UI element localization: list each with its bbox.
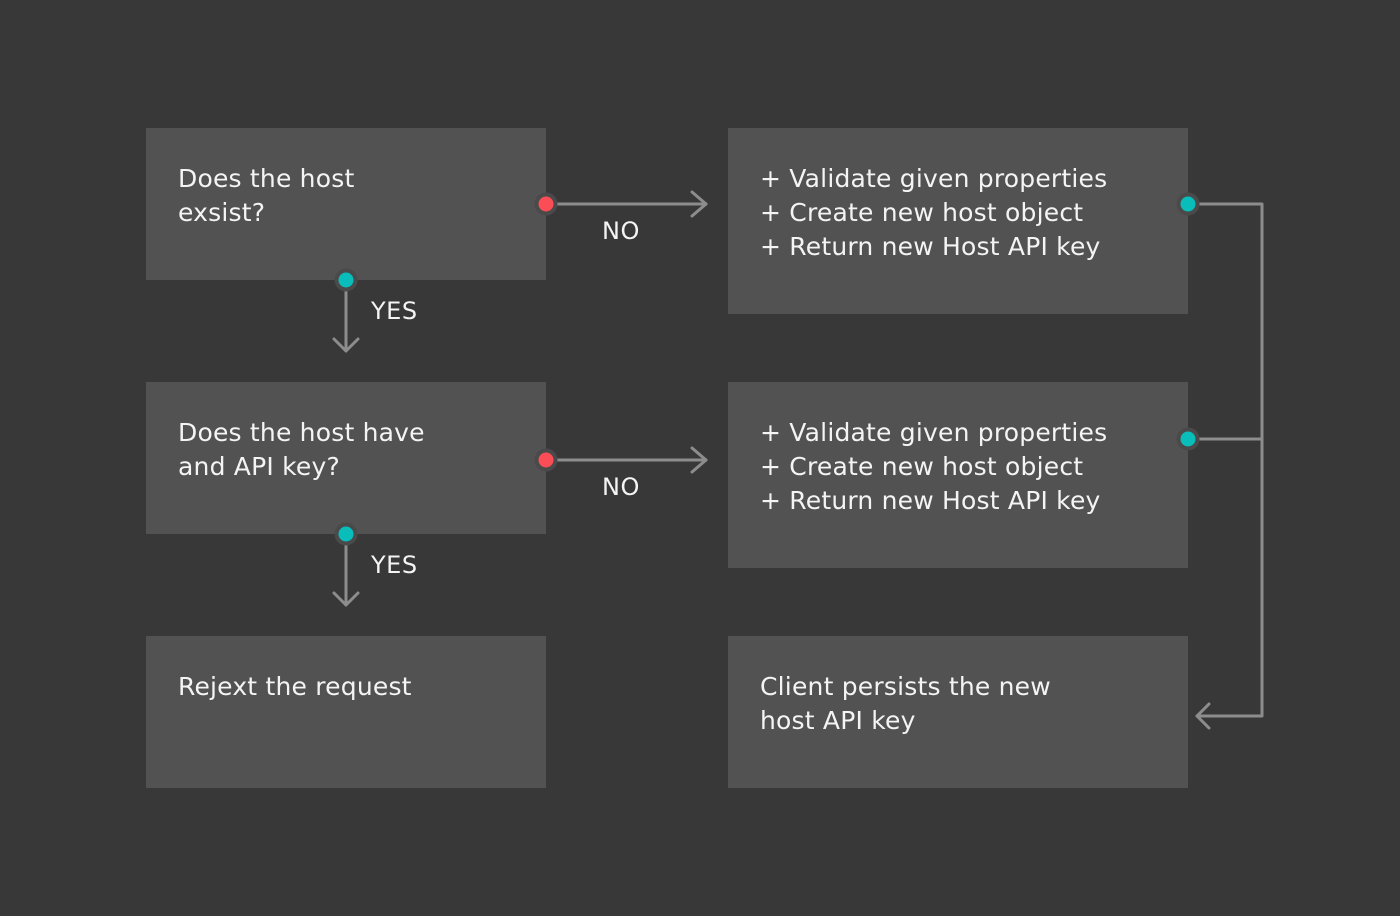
node-host-exists — [146, 128, 546, 280]
merge-connector-main — [1186, 202, 1264, 718]
edge-label-no: NO — [602, 217, 640, 245]
node-text-line: + Validate given properties — [760, 164, 1108, 193]
merge-arrowhead — [1195, 702, 1211, 730]
edge-label-no: NO — [602, 473, 640, 501]
yes-arrowhead-2 — [332, 591, 360, 607]
edge-label-yes: YES — [371, 297, 418, 325]
no-port-dot-1 — [534, 192, 558, 216]
yes-arrowhead-1 — [332, 337, 360, 353]
node-create-key-text: + Validate given properties + Create new… — [728, 382, 1188, 568]
node-text-line: Rejext the request — [178, 672, 412, 701]
yes-port-dot-2 — [334, 522, 358, 546]
node-client-persists-text: Client persists the new host API key — [728, 636, 1188, 788]
node-host-has-key-text: Does the host have and API key? — [146, 382, 546, 534]
node-text-line: + Create new host object — [760, 198, 1084, 227]
node-text-line: and API key? — [178, 452, 340, 481]
node-reject-text: Rejext the request — [146, 636, 546, 788]
node-text-line: host API key — [760, 706, 916, 735]
node-reject — [146, 636, 546, 788]
no-arrowhead-2 — [690, 446, 708, 474]
edge-label-yes: YES — [371, 551, 418, 579]
node-host-has-key — [146, 382, 546, 534]
node-text-line: + Create new host object — [760, 452, 1084, 481]
node-text-line: Client persists the new — [760, 672, 1051, 701]
out-port-dot-2 — [1176, 427, 1200, 451]
no-arrowhead-1 — [690, 190, 708, 218]
node-text-line: Does the host have — [178, 418, 425, 447]
node-text-line: Does the host — [178, 164, 355, 193]
node-text-line: + Return new Host API key — [760, 232, 1101, 261]
node-create-key — [728, 382, 1188, 568]
node-create-host — [728, 128, 1188, 314]
no-port-dot-2 — [534, 448, 558, 472]
out-port-dot-1 — [1176, 192, 1200, 216]
yes-port-dot-1 — [334, 268, 358, 292]
node-text-line: exsist? — [178, 198, 266, 227]
node-text-line: + Return new Host API key — [760, 486, 1101, 515]
node-text-line: + Validate given properties — [760, 418, 1108, 447]
node-create-host-text: + Validate given properties + Create new… — [728, 128, 1188, 314]
node-host-exists-text: Does the host exsist? — [146, 128, 546, 280]
node-client-persists — [728, 636, 1188, 788]
